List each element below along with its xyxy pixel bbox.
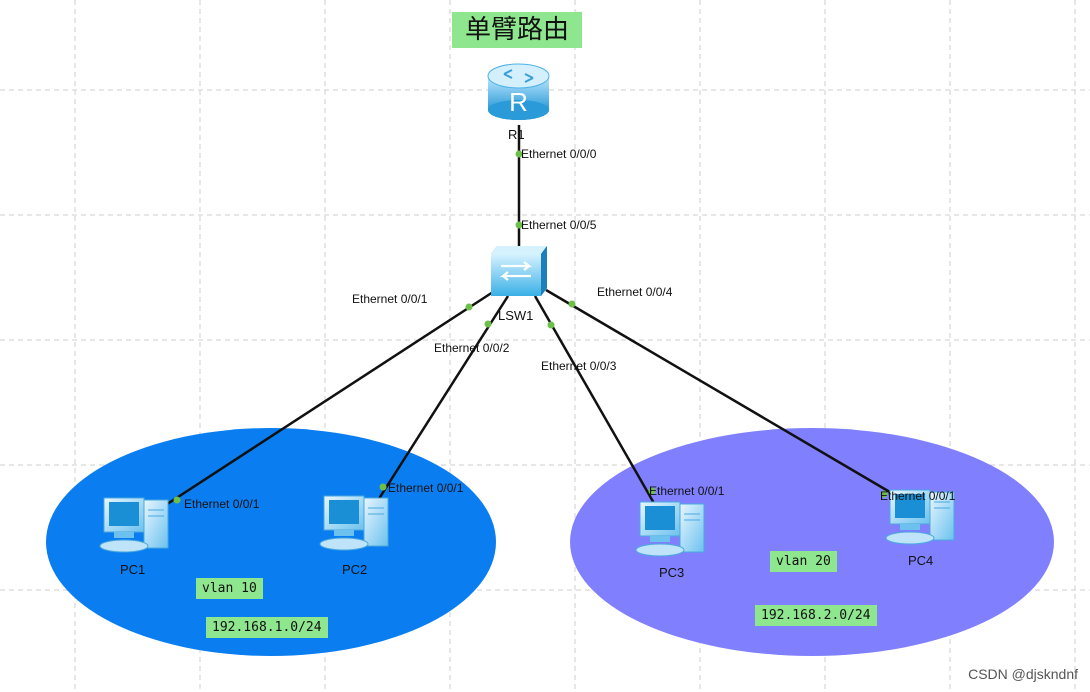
port-label-pc2: Ethernet 0/0/1 bbox=[388, 481, 464, 495]
vlan20-label: vlan 20 bbox=[770, 551, 837, 572]
router-icon[interactable]: R bbox=[487, 63, 550, 120]
port-label-r1: Ethernet 0/0/0 bbox=[521, 147, 597, 161]
switch-icon[interactable] bbox=[491, 246, 547, 296]
link-lsw1-pc4 bbox=[545, 288, 901, 500]
port-label-sw-up: Ethernet 0/0/5 bbox=[521, 218, 597, 232]
pc3-name: PC3 bbox=[659, 565, 685, 580]
router-name: R1 bbox=[508, 127, 525, 142]
pc4-icon[interactable] bbox=[885, 489, 955, 545]
link-lsw1-pc1 bbox=[157, 290, 494, 512]
vlan20-subnet: 192.168.2.0/24 bbox=[755, 605, 877, 626]
port-label-sw-1: Ethernet 0/0/1 bbox=[352, 292, 428, 306]
pc2-name: PC2 bbox=[342, 562, 368, 577]
pc1-name: PC1 bbox=[120, 562, 146, 577]
port-label-sw-4: Ethernet 0/0/4 bbox=[597, 285, 673, 299]
svg-text:R: R bbox=[509, 87, 528, 117]
pc2-icon[interactable] bbox=[319, 495, 389, 551]
vlan10-label: vlan 10 bbox=[196, 578, 263, 599]
vlan20-area bbox=[570, 428, 1054, 656]
pc3-icon[interactable] bbox=[635, 501, 705, 557]
pc4-name: PC4 bbox=[908, 553, 934, 568]
link-lsw1-pc3 bbox=[533, 295, 657, 506]
port-label-pc4: Ethernet 0/0/1 bbox=[880, 489, 956, 503]
switch-name: LSW1 bbox=[498, 308, 534, 323]
port-label-sw-2: Ethernet 0/0/2 bbox=[434, 341, 510, 355]
watermark: CSDN @djskndnf bbox=[968, 666, 1078, 682]
vlan10-subnet: 192.168.1.0/24 bbox=[206, 617, 328, 638]
pc1-icon[interactable] bbox=[99, 497, 169, 553]
port-label-pc1: Ethernet 0/0/1 bbox=[184, 497, 260, 511]
port-label-sw-3: Ethernet 0/0/3 bbox=[541, 359, 617, 373]
link-lsw1-pc2 bbox=[373, 295, 510, 506]
diagram-title: 单臂路由 bbox=[452, 12, 582, 48]
port-label-pc3: Ethernet 0/0/1 bbox=[649, 484, 725, 498]
port-dots bbox=[173, 150, 888, 504]
